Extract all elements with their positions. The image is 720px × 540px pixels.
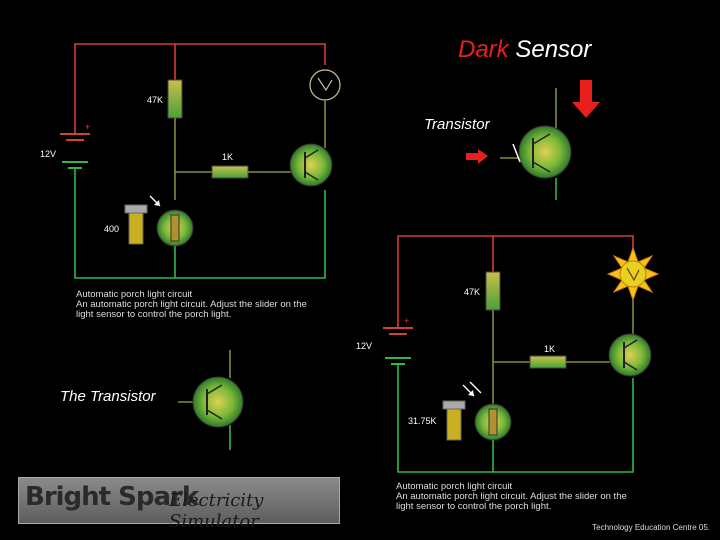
- c1-top-rail: [74, 43, 326, 120]
- c1-resistor-1k: [211, 165, 249, 179]
- c1-label-12v: 12V: [40, 149, 57, 159]
- c1-ldr-slider: [128, 209, 144, 245]
- red-down-arrow-icon: [572, 80, 600, 118]
- c2-caption-line2: light sensor to control the porch light.: [396, 501, 552, 512]
- title-dark: Dark: [458, 36, 509, 63]
- title-sensor: Sensor: [515, 36, 592, 63]
- c1-bottom-rail: [74, 168, 326, 279]
- page-title: Dark Sensor: [458, 36, 591, 64]
- c2-bottom-rail: [397, 364, 634, 473]
- c2-label-1k: 1K: [544, 344, 556, 354]
- red-right-arrow-icon: [466, 149, 488, 164]
- transistor-symbol-left: [178, 350, 244, 450]
- circuit-1: [60, 43, 341, 279]
- c2-caption-title: Automatic porch light circuit: [396, 481, 513, 492]
- transistor-symbol-top: [500, 88, 572, 200]
- c2-resistor-1k: [529, 355, 567, 369]
- c2-caption: Automatic porch light circuit An automat…: [396, 482, 627, 512]
- circuit-2: [383, 235, 660, 473]
- label-the-transistor: The Transistor: [60, 388, 156, 405]
- c2-glowing-bulb: [606, 246, 660, 302]
- logo-bright-spark: Bright Spark: [25, 482, 199, 512]
- c1-transistor: [289, 143, 333, 187]
- c1-label-1k: 1K: [222, 152, 234, 162]
- c2-label-12v: 12V: [356, 341, 373, 351]
- c2-ldr-value: 31.75K: [408, 416, 437, 426]
- c2-ldr-slider: [446, 405, 462, 441]
- c1-caption-line2: light sensor to control the porch light.: [76, 309, 232, 320]
- c2-caption-line1: An automatic porch light circuit. Adjust…: [396, 491, 627, 502]
- c1-caption: Automatic porch light circuit An automat…: [76, 290, 307, 320]
- c1-label-47k: 47K: [147, 95, 164, 105]
- c2-top-rail: [397, 235, 634, 316]
- c2-resistor-47k: [485, 271, 501, 311]
- c1-plus: +: [85, 122, 91, 132]
- c1-caption-line1: An automatic porch light circuit. Adjust…: [76, 299, 307, 310]
- footer-credit: Technology Education Centre 05.: [592, 523, 710, 532]
- c2-transistor: [608, 333, 652, 377]
- c2-label-47k: 47K: [464, 287, 481, 297]
- c1-resistor-47k: [167, 79, 183, 119]
- c2-plus: +: [404, 316, 410, 326]
- bright-spark-logo: Bright Spark Electricity Simulator: [18, 477, 340, 532]
- c1-ldr-value: 400: [104, 224, 120, 234]
- c1-bulb: [309, 69, 341, 101]
- logo-electricity-simulator: Electricity Simulator: [169, 490, 264, 532]
- c1-caption-title: Automatic porch light circuit: [76, 289, 193, 300]
- label-transistor-top: Transistor: [424, 116, 490, 133]
